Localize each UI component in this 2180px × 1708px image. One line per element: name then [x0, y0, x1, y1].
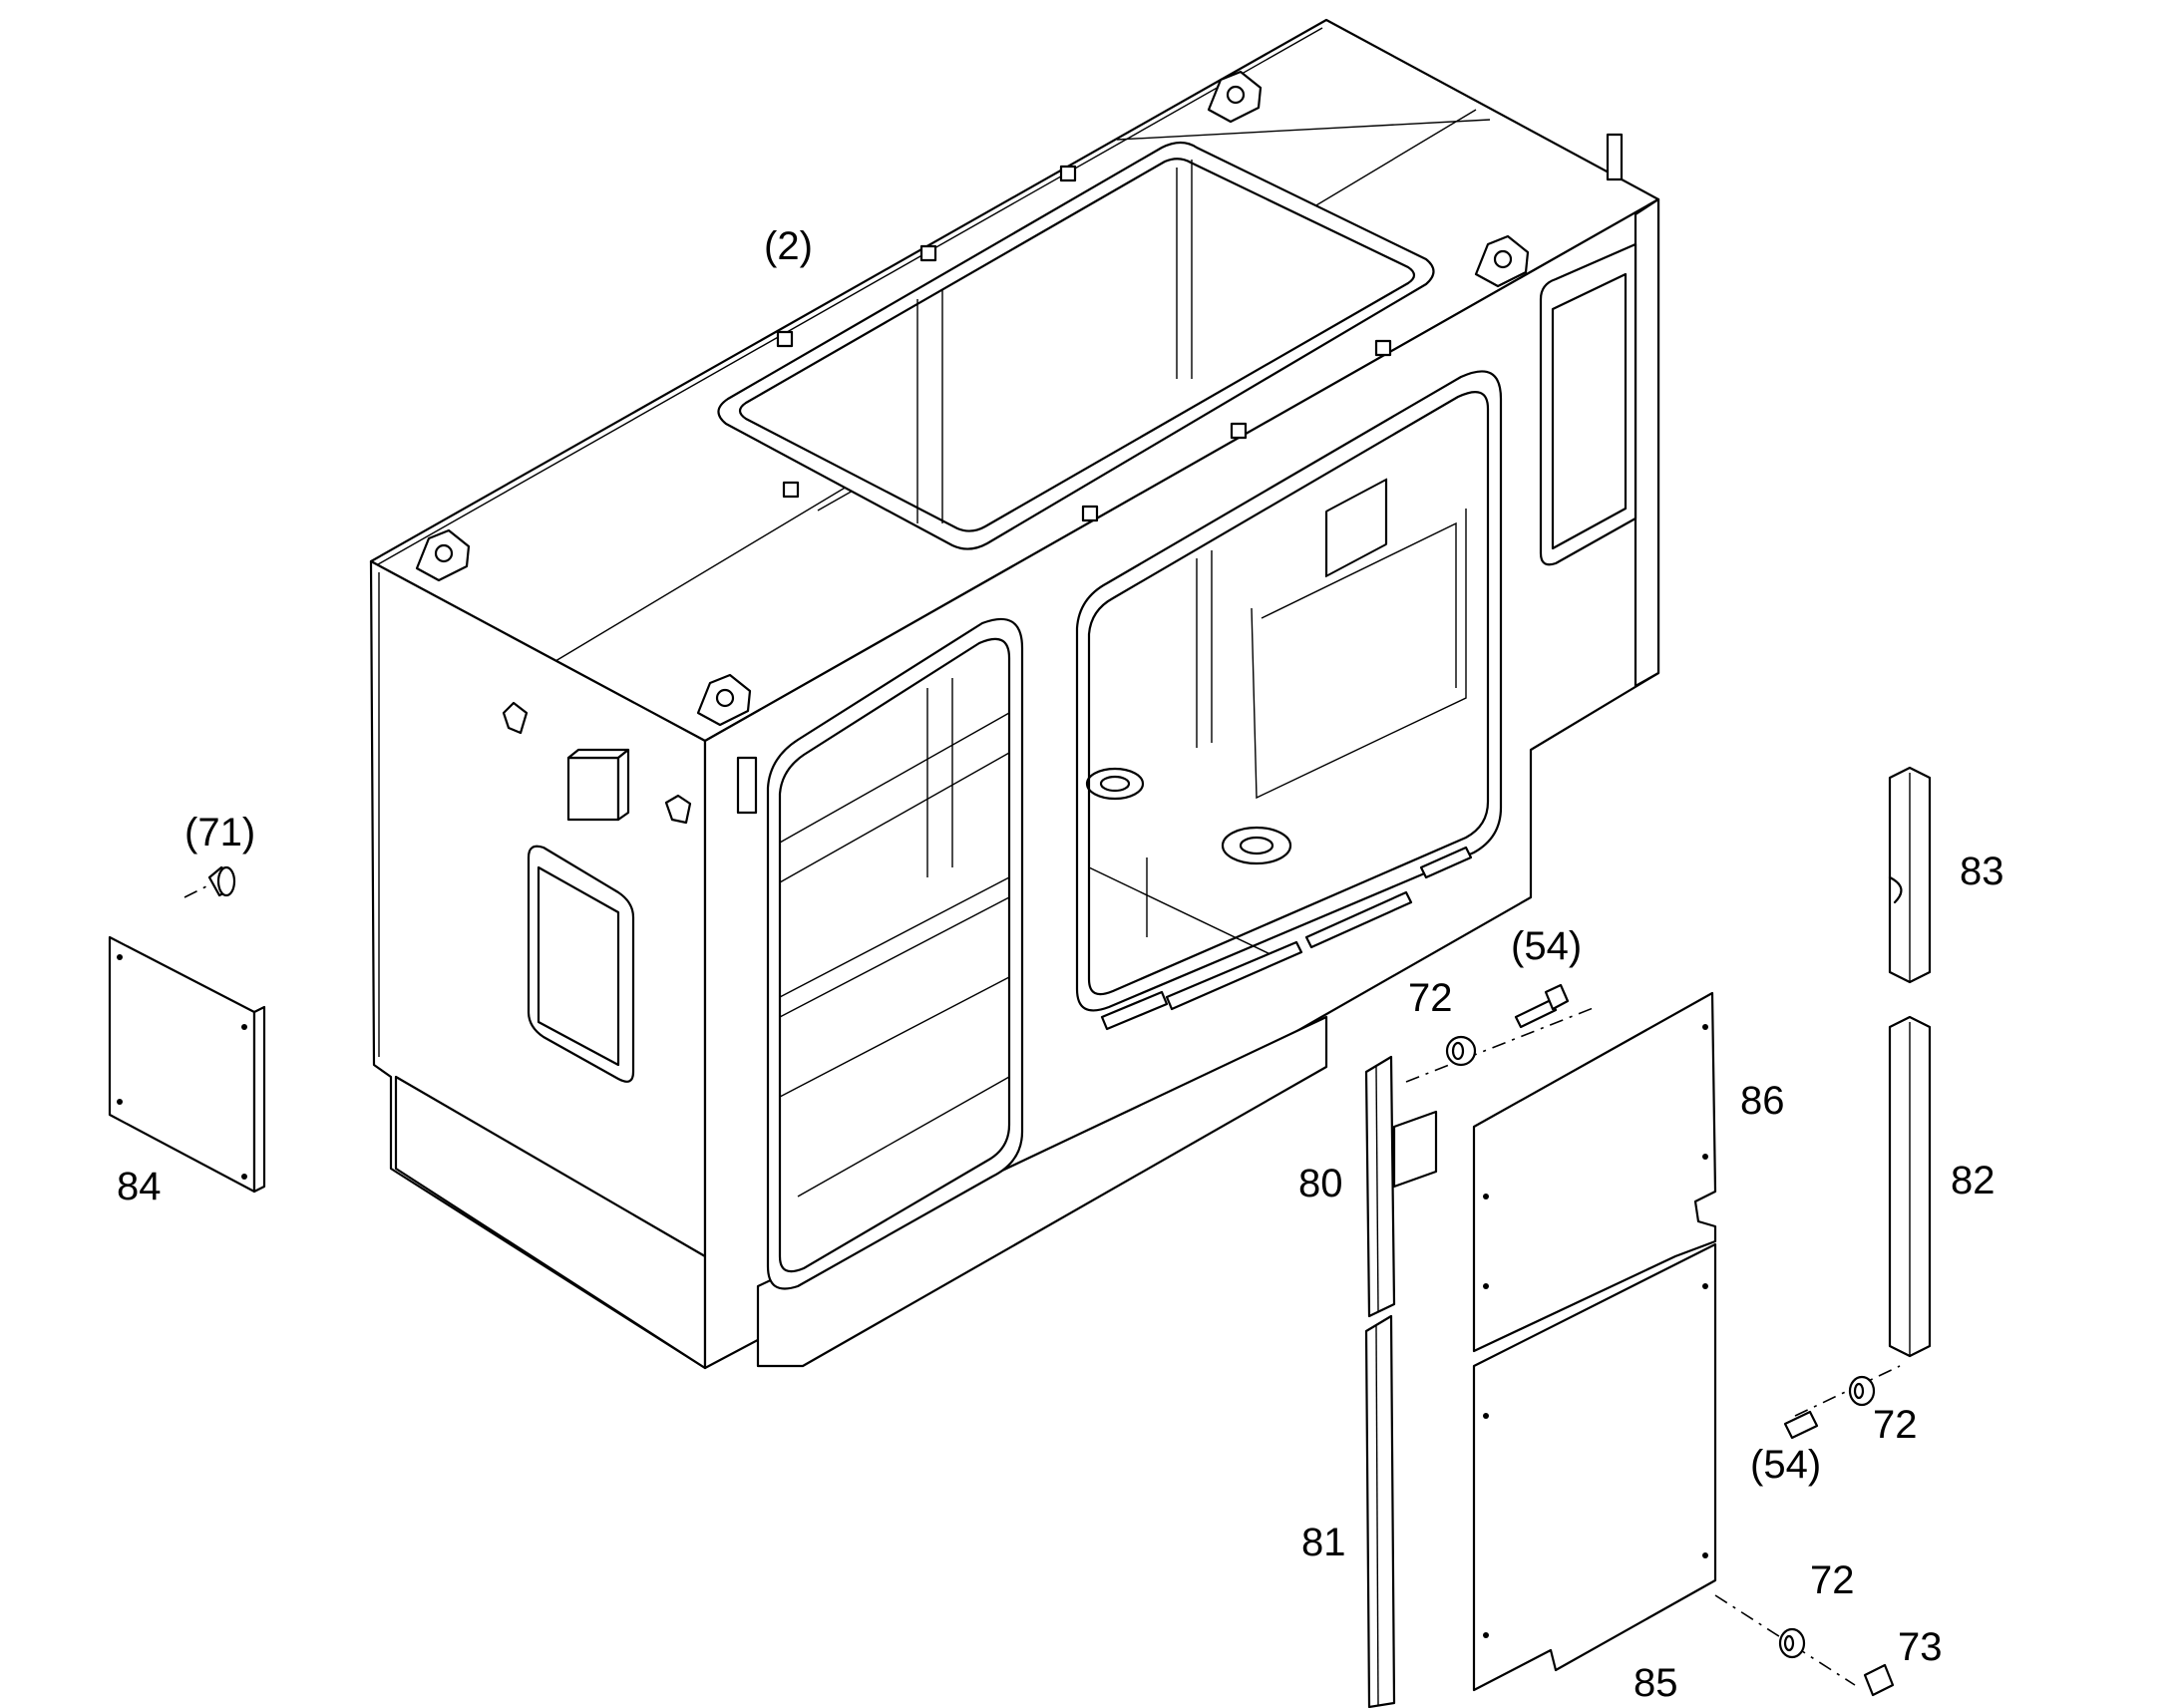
- lifting-eye-3: [1207, 70, 1263, 124]
- lifting-eye-4: [1474, 234, 1530, 288]
- label-73: 73: [1898, 1625, 1943, 1669]
- roof-hatch-opening: [717, 141, 1435, 550]
- label-80: 80: [1298, 1162, 1343, 1205]
- cab-frame: [369, 18, 1660, 1370]
- lifting-eye-2: [696, 673, 752, 727]
- label-71: (71): [184, 811, 255, 854]
- part-82-strip: [1888, 1015, 1932, 1358]
- label-86: 86: [1740, 1079, 1785, 1123]
- bolt-73: [1714, 1594, 1895, 1697]
- label-72-right: 72: [1873, 1403, 1918, 1447]
- roof-studs: [776, 165, 1392, 522]
- label-72-bottom: 72: [1810, 1558, 1855, 1602]
- label-2: (2): [764, 224, 813, 268]
- lifting-eye-1: [415, 528, 471, 582]
- label-72-upper: 72: [1408, 976, 1453, 1020]
- part-80-strip: [1364, 1055, 1438, 1318]
- label-81: 81: [1301, 1521, 1346, 1564]
- label-84: 84: [117, 1165, 162, 1208]
- label-83: 83: [1960, 850, 2004, 893]
- label-54-upper: (54): [1511, 924, 1582, 968]
- part-86-panel: [1472, 991, 1717, 1353]
- end-wall-window-right: [1539, 242, 1637, 566]
- bolt-54-lower: [1783, 1365, 1901, 1440]
- bolt-54-upper: [1405, 983, 1597, 1083]
- label-54-lower: (54): [1750, 1443, 1821, 1487]
- label-82: 82: [1951, 1159, 1996, 1202]
- door-opening-right: [1075, 370, 1503, 1012]
- part-83-strip: [1888, 766, 1932, 984]
- screw-71: [183, 865, 236, 898]
- part-81-strip: [1364, 1314, 1396, 1708]
- label-85: 85: [1634, 1661, 1678, 1705]
- part-84-panel: [108, 935, 266, 1194]
- part-85-panel: [1472, 1242, 1717, 1692]
- junction-box: [566, 756, 620, 822]
- door-opening-left: [766, 617, 1024, 1290]
